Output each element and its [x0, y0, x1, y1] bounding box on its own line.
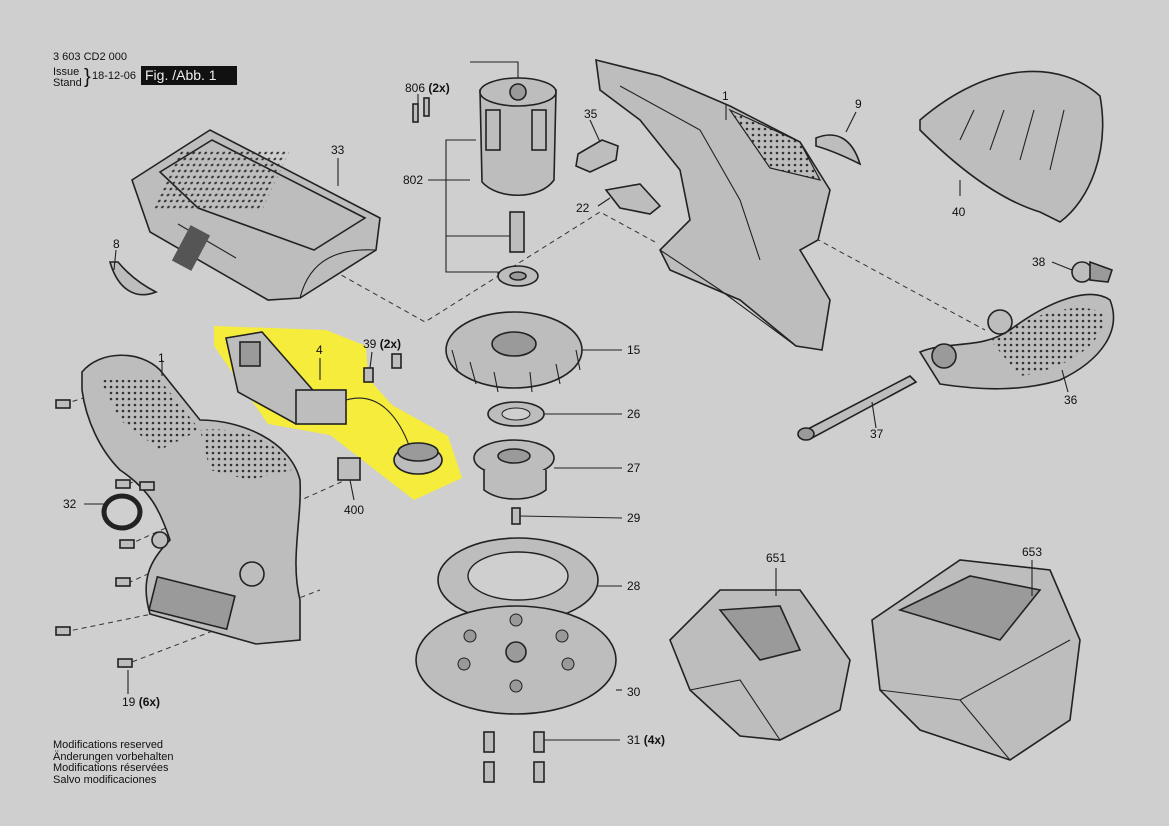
callout-33: 33 — [331, 143, 345, 157]
issue-brace: } — [84, 66, 91, 88]
callout-19: 19 (6x) — [122, 695, 160, 709]
callout-651: 651 — [766, 551, 786, 565]
callout-30: 30 — [627, 685, 641, 699]
part-802-motor — [470, 61, 557, 287]
callout-28: 28 — [627, 579, 641, 593]
part-39-sleeves — [363, 353, 402, 383]
part-28-ring — [437, 537, 599, 623]
part-40-guard — [919, 70, 1104, 223]
note-de: Änderungen vorbehalten — [53, 750, 174, 763]
part-653-charger — [871, 559, 1081, 761]
callout-32: 32 — [63, 497, 77, 511]
part-1-housing-left — [81, 354, 302, 645]
part-8-pad — [108, 261, 158, 296]
part-19-screws — [55, 399, 155, 668]
callout-9: 9 — [855, 97, 862, 111]
part-27-bearing-housing — [473, 439, 555, 500]
part-15-fan — [445, 311, 583, 393]
part-651-battery — [669, 589, 851, 741]
callout-27: 27 — [627, 461, 641, 475]
callout-40: 40 — [952, 205, 966, 219]
callout-1-left: 1 — [158, 351, 165, 365]
part-29-pin — [511, 507, 521, 525]
callout-22: 22 — [576, 201, 590, 215]
callout-400: 400 — [344, 503, 364, 517]
part-36-handle — [918, 293, 1115, 390]
note-en: Modifications reserved — [53, 739, 164, 751]
part-32-ring — [101, 493, 143, 531]
part-33-cover — [131, 129, 381, 301]
callout-29: 29 — [627, 511, 641, 525]
callout-15: 15 — [627, 343, 641, 357]
part-806-pins — [412, 97, 430, 123]
callout-1-top: 1 — [722, 89, 729, 103]
part-26-washer — [487, 401, 545, 427]
part-400-sleeve — [337, 457, 361, 481]
stand-label: Stand — [53, 77, 82, 89]
part-30-pad — [415, 605, 617, 715]
callout-31: 31 (4x) — [627, 733, 665, 747]
callout-4: 4 — [316, 343, 323, 357]
part-22-switch — [604, 183, 662, 215]
modification-notes: Modifications reserved Änderungen vorbeh… — [53, 739, 174, 786]
callout-806: 806 (2x) — [405, 81, 450, 95]
part-9-pad — [815, 134, 862, 166]
callout-8: 8 — [113, 237, 120, 251]
callout-37: 37 — [870, 427, 884, 441]
part-31-screws — [483, 731, 545, 783]
part-1-housing-right — [595, 58, 831, 351]
drawing-number: 3 603 CD2 000 — [53, 51, 127, 63]
callout-26: 26 — [627, 407, 641, 421]
note-es: Salvo modificaciones — [53, 773, 157, 786]
callout-36: 36 — [1064, 393, 1078, 407]
callout-35: 35 — [584, 107, 598, 121]
callout-38: 38 — [1032, 255, 1046, 269]
part-35-button — [575, 139, 619, 173]
callout-802: 802 — [403, 173, 423, 187]
part-4-electronics — [225, 331, 443, 475]
issue-date: 18-12-06 — [92, 70, 137, 82]
callout-labels: 806 (2x) 802 33 8 35 22 1 9 40 38 36 37 … — [63, 81, 1078, 747]
note-fr: Modifications réservées — [53, 762, 169, 774]
issue-label: Issue — [53, 66, 80, 78]
part-38-knob — [1071, 260, 1114, 283]
leader-lines — [84, 94, 1073, 741]
part-37-rod — [797, 375, 918, 441]
figure-label: Fig. /Abb. 1 — [141, 66, 237, 85]
callout-653: 653 — [1022, 545, 1042, 559]
callout-39: 39 (2x) — [363, 337, 401, 351]
